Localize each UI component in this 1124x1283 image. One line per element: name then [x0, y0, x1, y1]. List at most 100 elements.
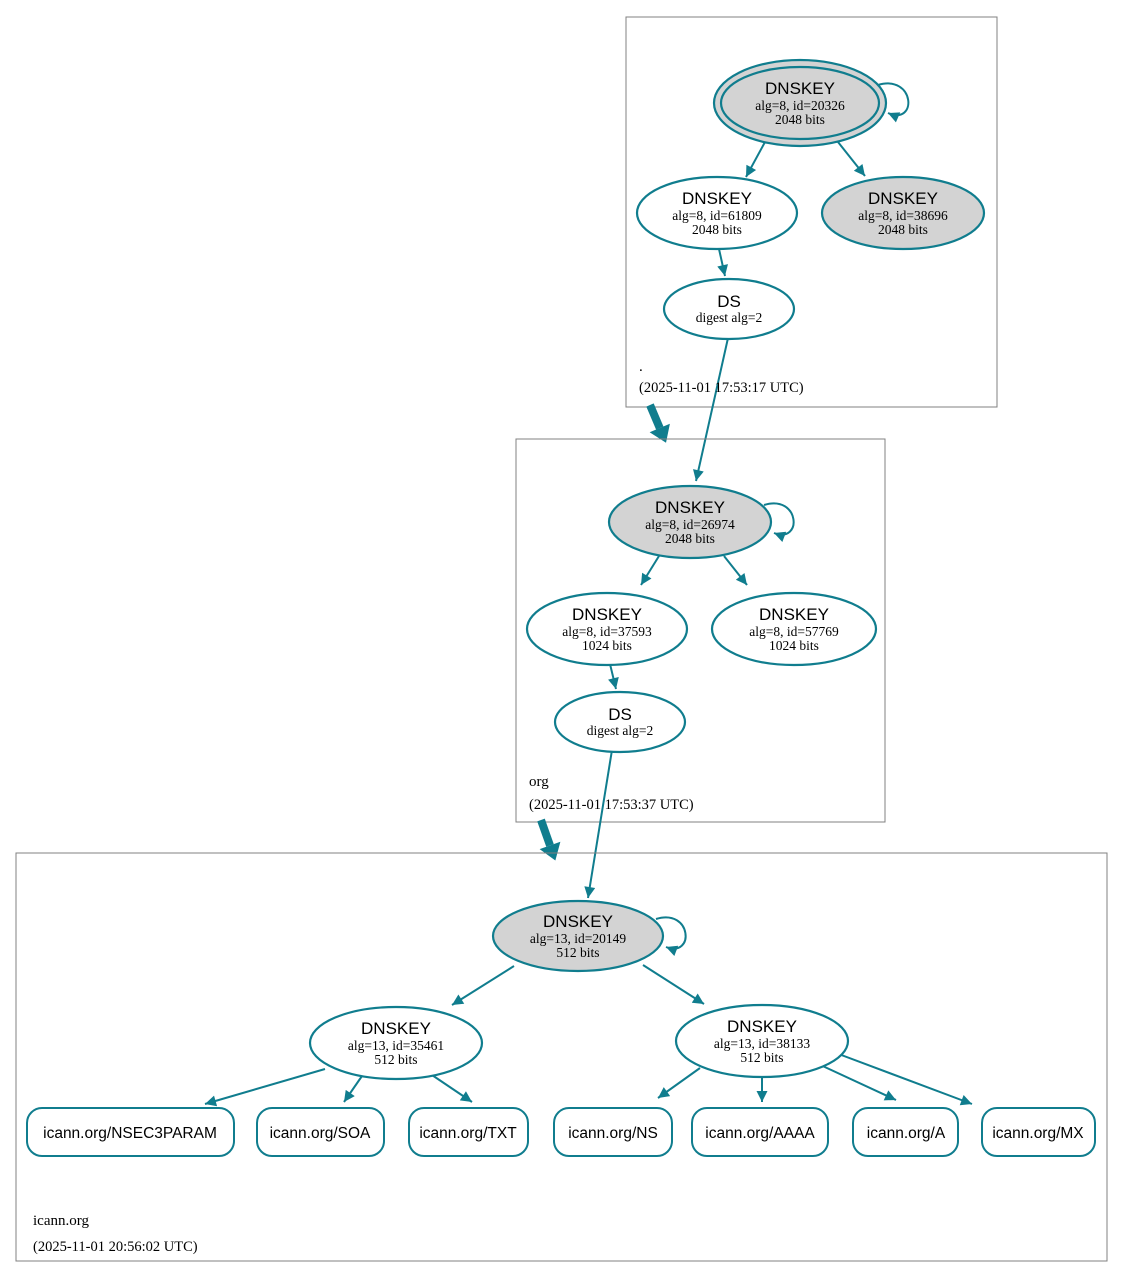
zone-icann-org-label: icann.org [33, 1213, 89, 1229]
delegation-arrow-shaft [646, 403, 664, 430]
ds-detail: digest alg=2 [587, 723, 653, 738]
dnskey-detail: alg=13, id=35461 [348, 1038, 444, 1053]
rrset-a: icann.org/A [852, 1107, 959, 1157]
rrset-soa: icann.org/SOA [256, 1107, 385, 1157]
edge-icann-ksk-to-zsk2 [642, 964, 705, 1005]
dnskey-bits: 1024 bits [769, 638, 819, 653]
node-dnskey-35461: DNSKEY alg=13, id=35461 512 bits [308, 1005, 484, 1081]
rrset-label: icann.org/AAAA [705, 1125, 815, 1142]
edge-root-ksk-self-loop [877, 82, 910, 123]
rrset-box [691, 1107, 829, 1157]
dnskey-detail: alg=8, id=38696 [858, 208, 948, 223]
dnskey-detail: alg=13, id=20149 [530, 931, 626, 946]
dnskey-bits: 512 bits [740, 1050, 783, 1065]
zone-root-timestamp: (2025-11-01 17:53:17 UTC) [639, 380, 804, 396]
dnskey-detail: alg=8, id=26974 [645, 517, 735, 532]
dnskey-ellipse [635, 175, 799, 251]
edge-icann-ksk-to-zsk1 [451, 965, 515, 1006]
edge-zsk2-to-mx [835, 1052, 973, 1106]
dnskey-ellipse [820, 175, 986, 251]
zone-org-timestamp: (2025-11-01 17:53:37 UTC) [529, 797, 694, 813]
ds-title: DS [608, 705, 632, 724]
zone-org: DNSKEY alg=8, id=26974 2048 bits DNSKEY … [515, 438, 886, 899]
rrset-mx: icann.org/MX [981, 1107, 1096, 1157]
node-dnskey-20326: DNSKEY alg=8, id=20326 2048 bits [712, 58, 888, 148]
dnskey-bits: 2048 bits [692, 222, 742, 237]
dnskey-ellipse [710, 591, 878, 667]
rrset-label: icann.org/MX [992, 1125, 1084, 1142]
rrset-box [852, 1107, 959, 1157]
delegation-arrow-head [539, 841, 561, 861]
edge-org-zsk-to-ds [608, 663, 619, 690]
edge-zsk2-to-ns [657, 1067, 701, 1099]
rrset-ns: icann.org/NS [553, 1107, 673, 1157]
dnskey-title: DNSKEY [361, 1019, 431, 1038]
delegation-arrow-head [649, 423, 670, 443]
dnskey-title: DNSKEY [682, 189, 752, 208]
node-dnskey-37593: DNSKEY alg=8, id=37593 1024 bits [525, 591, 689, 667]
dnskey-ellipse [308, 1005, 484, 1081]
rrset-box [408, 1107, 529, 1157]
dnskey-ellipse [674, 1003, 850, 1079]
dnskey-title: DNSKEY [655, 498, 725, 517]
dnskey-bits: 2048 bits [878, 222, 928, 237]
zone-icann-org-timestamp: (2025-11-01 20:56:02 UTC) [33, 1239, 198, 1255]
ds-ellipse [553, 690, 687, 754]
edge-root-ksk-to-zsk [745, 141, 766, 178]
dnskey-detail: alg=8, id=37593 [562, 624, 652, 639]
dnskey-bits: 512 bits [374, 1052, 417, 1067]
dnskey-ellipse-outer [712, 58, 888, 148]
dnskey-title: DNSKEY [727, 1017, 797, 1036]
dnskey-ellipse [607, 484, 773, 560]
node-ds-root: DS digest alg=2 [662, 277, 796, 341]
edge-org-ksk-to-zsk2 [723, 555, 748, 586]
delegation-arrow-org-to-icann [537, 818, 561, 861]
rrset-nsec3param: icann.org/NSEC3PARAM [26, 1107, 235, 1157]
dnskey-detail: alg=13, id=38133 [714, 1036, 810, 1051]
edge-icann-ksk-self-loop [655, 916, 687, 957]
dnskey-detail: alg=8, id=57769 [749, 624, 839, 639]
node-dnskey-61809: DNSKEY alg=8, id=61809 2048 bits [635, 175, 799, 251]
dnskey-title: DNSKEY [868, 189, 938, 208]
edge-org-ksk-to-zsk [640, 555, 660, 586]
dnskey-ellipse-inner [719, 65, 881, 141]
edge-org-ds-to-icann-ksk [584, 749, 613, 899]
dnskey-bits: 2048 bits [665, 531, 715, 546]
ds-title: DS [717, 292, 741, 311]
dnskey-title: DNSKEY [765, 79, 835, 98]
node-dnskey-38696: DNSKEY alg=8, id=38696 2048 bits [820, 175, 986, 251]
edge-zsk2-to-a [813, 1061, 897, 1101]
zone-org-label: org [529, 774, 549, 790]
rrset-label: icann.org/NSEC3PARAM [43, 1125, 217, 1142]
zone-icann-org-border [15, 852, 1108, 1262]
edge-zsk1-to-txt [428, 1072, 473, 1103]
rrset-box [553, 1107, 673, 1157]
zone-root: DNSKEY alg=8, id=20326 2048 bits DNSKEY … [625, 16, 998, 482]
rrset-txt: icann.org/TXT [408, 1107, 529, 1157]
node-dnskey-20149: DNSKEY alg=13, id=20149 512 bits [491, 899, 665, 973]
dnskey-bits: 1024 bits [582, 638, 632, 653]
rrset-aaaa: icann.org/AAAA [691, 1107, 829, 1157]
edge-zsk1-to-soa [343, 1075, 363, 1103]
zone-root-label: . [639, 359, 643, 375]
node-dnskey-57769: DNSKEY alg=8, id=57769 1024 bits [710, 591, 878, 667]
edge-root-ds-to-org-ksk [693, 337, 729, 482]
dnskey-ellipse [525, 591, 689, 667]
dnskey-title: DNSKEY [543, 912, 613, 931]
dnskey-detail: alg=8, id=61809 [672, 208, 762, 223]
dnskey-bits: 512 bits [556, 945, 599, 960]
zone-root-border [625, 16, 998, 408]
rrset-label: icann.org/A [867, 1125, 946, 1142]
ds-detail: digest alg=2 [696, 310, 762, 325]
edge-root-zsk-to-ds [717, 248, 728, 277]
edge-zsk1-to-nsec3param [204, 1068, 326, 1107]
delegation-arrow-root-to-org [646, 403, 670, 443]
dnskey-bits: 2048 bits [775, 112, 825, 127]
dnskey-detail: alg=8, id=20326 [755, 98, 845, 113]
dnskey-ellipse [491, 899, 665, 973]
edge-root-ksk-to-standby [837, 141, 866, 177]
node-dnskey-26974: DNSKEY alg=8, id=26974 2048 bits [607, 484, 773, 560]
dnskey-title: DNSKEY [759, 605, 829, 624]
